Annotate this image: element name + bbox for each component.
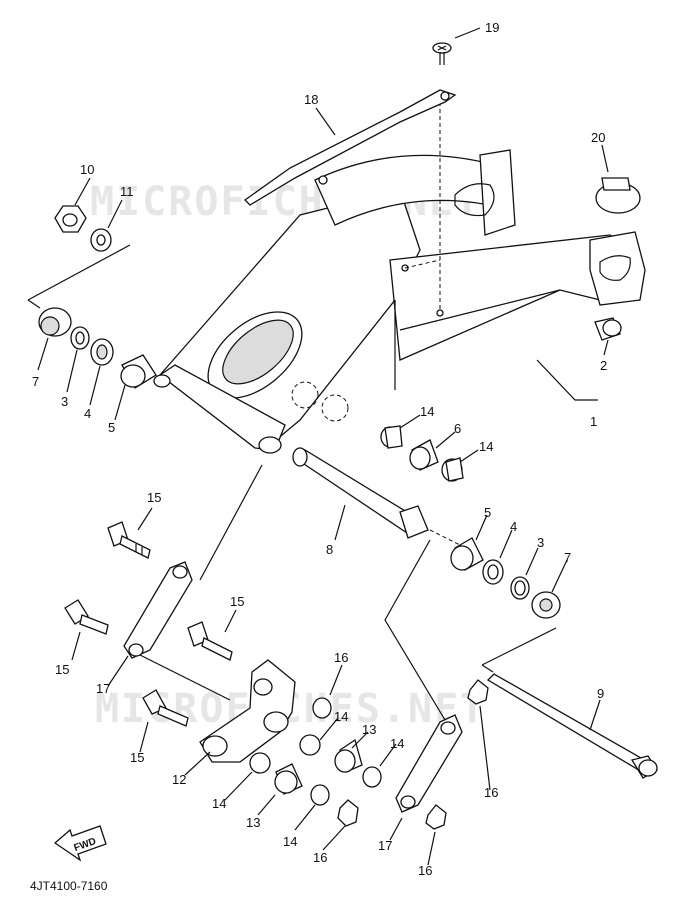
callout-4-upper: 4 <box>84 406 91 421</box>
callout-7-lower: 7 <box>564 550 571 565</box>
callout-12: 12 <box>172 772 186 787</box>
callout-14-c: 14 <box>334 709 348 724</box>
callout-8: 8 <box>326 542 333 557</box>
callout-6: 6 <box>454 421 461 436</box>
center-bushings <box>380 425 464 482</box>
bolt-15-upper <box>107 521 151 559</box>
callout-labels: 19 18 20 10 11 7 3 4 5 2 1 14 6 14 15 8 … <box>32 20 607 878</box>
fwd-arrow: FWD <box>53 825 107 862</box>
callout-13-a: 13 <box>362 722 376 737</box>
pivot-shaft <box>292 447 461 546</box>
lower-bushings <box>249 697 382 827</box>
diagram-part-number: 4JT4100-7160 <box>30 879 108 893</box>
callout-15-a: 15 <box>147 490 161 505</box>
bolt-19 <box>432 42 452 65</box>
callout-4-lower: 4 <box>510 519 517 534</box>
callout-16-a: 16 <box>334 650 348 665</box>
callout-16-c: 16 <box>313 850 327 865</box>
callout-15-c: 15 <box>55 662 69 677</box>
callout-16-d: 16 <box>418 863 432 878</box>
bolt-15-left <box>64 599 109 635</box>
callout-7-upper: 7 <box>32 374 39 389</box>
nuts-16 <box>425 679 489 830</box>
callout-14-f: 14 <box>283 834 297 849</box>
axle-bolt <box>486 673 658 779</box>
callout-13-b: 13 <box>246 815 260 830</box>
callout-3-lower: 3 <box>537 535 544 550</box>
callout-2: 2 <box>600 358 607 373</box>
callout-5-upper: 5 <box>108 420 115 435</box>
link-arm-right <box>384 539 463 813</box>
callout-15-b: 15 <box>230 594 244 609</box>
bolt-15-middle <box>187 621 233 661</box>
callout-14-b: 14 <box>479 439 493 454</box>
callout-14-a: 14 <box>420 404 434 419</box>
right-pivot-parts <box>450 537 561 673</box>
chain-guide <box>243 89 457 206</box>
callout-20: 20 <box>591 130 605 145</box>
callout-16-b: 16 <box>484 785 498 800</box>
callout-9: 9 <box>597 686 604 701</box>
swingarm <box>153 95 646 454</box>
callout-14-e: 14 <box>212 796 226 811</box>
callout-18: 18 <box>304 92 318 107</box>
callout-17-b: 17 <box>378 838 392 853</box>
callout-19: 19 <box>485 20 499 35</box>
callout-5-lower: 5 <box>484 505 491 520</box>
bolt-15-lower <box>142 689 189 727</box>
callout-14-d: 14 <box>390 736 404 751</box>
callout-15-d: 15 <box>130 750 144 765</box>
pin-2 <box>594 317 622 341</box>
clamp-20 <box>595 177 641 214</box>
callout-11: 11 <box>120 184 134 199</box>
callout-3-upper: 3 <box>61 394 68 409</box>
callout-17-a: 17 <box>96 681 110 696</box>
left-pivot-parts <box>27 205 157 389</box>
callout-1: 1 <box>590 414 597 429</box>
link-arm-left <box>123 464 263 701</box>
relay-arm <box>199 659 296 763</box>
leader-lines <box>37 27 609 866</box>
callout-10: 10 <box>80 162 94 177</box>
